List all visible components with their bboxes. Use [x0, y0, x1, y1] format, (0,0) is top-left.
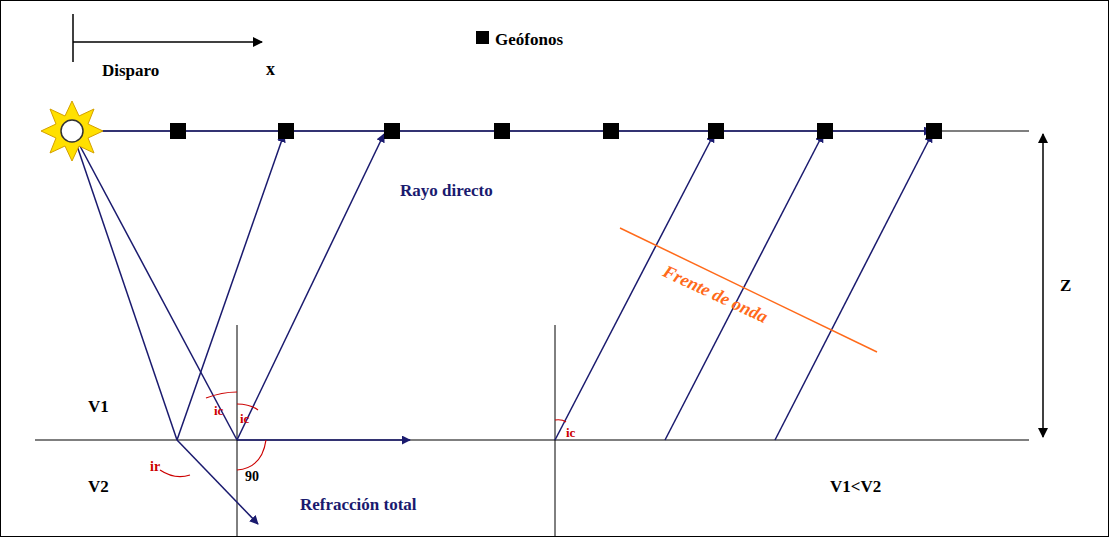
- angle-label: ic: [214, 404, 223, 417]
- geophone: [708, 123, 724, 139]
- legend-text: Geófonos: [495, 31, 563, 48]
- geophone: [384, 123, 400, 139]
- axis-label: x: [266, 60, 275, 78]
- geophone: [494, 123, 510, 139]
- refraction-label: Refracción total: [300, 496, 417, 513]
- wavefront-label: Frente de onda: [660, 262, 770, 326]
- geophone: [170, 123, 186, 139]
- depth-label: Z: [1060, 277, 1071, 294]
- geophone: [926, 123, 942, 139]
- angle-label: ir: [150, 460, 160, 474]
- angle-label: ic: [566, 426, 575, 439]
- velocity-relation: V1<V2: [830, 478, 881, 495]
- angle-label: ic: [240, 412, 249, 425]
- ray-label: Rayo directo: [400, 182, 493, 199]
- shot-label: Disparo: [102, 62, 159, 79]
- velocity-label: V1: [88, 398, 109, 415]
- geophone: [817, 123, 833, 139]
- velocity-label: V2: [88, 478, 109, 495]
- geophone: [278, 123, 294, 139]
- angle-value: 90: [245, 470, 259, 484]
- geophone: [603, 123, 619, 139]
